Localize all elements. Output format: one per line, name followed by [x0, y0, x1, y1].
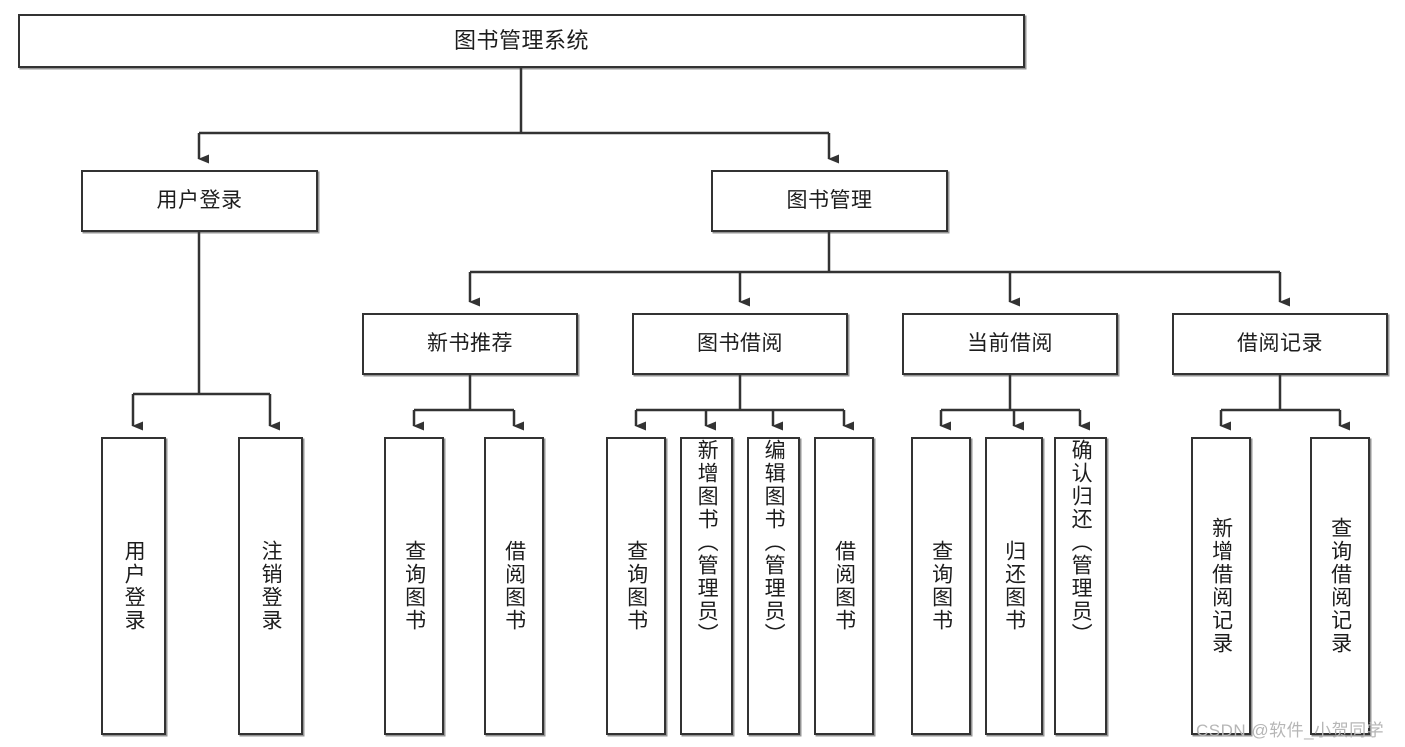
leaf-logout-login[interactable]: 注销登录 [238, 437, 303, 735]
node-label: 借阅图书 [502, 540, 526, 632]
leaf-borrow-book-borrowing[interactable]: 借阅图书 [814, 437, 874, 735]
node-book-borrowing[interactable]: 图书借阅 [632, 313, 848, 375]
node-label: 借阅图书 [832, 540, 856, 632]
node-label: 新书推荐 [427, 331, 513, 355]
leaf-edit-book-admin[interactable]: 编辑图书（管理员） [747, 437, 800, 735]
node-label: 查询图书 [929, 540, 953, 632]
node-label: 确认归还（管理员） [1069, 439, 1093, 646]
node-label: 当前借阅 [967, 331, 1053, 355]
node-label: 新增图书（管理员） [695, 439, 719, 646]
node-label: 编辑图书（管理员） [762, 439, 786, 646]
node-label: 归还图书 [1002, 540, 1026, 632]
leaf-confirm-return-admin[interactable]: 确认归还（管理员） [1054, 437, 1107, 735]
node-label: 新增借阅记录 [1209, 517, 1233, 655]
leaf-return-book[interactable]: 归还图书 [985, 437, 1043, 735]
node-label: 图书借阅 [697, 331, 783, 355]
node-label: 注销登录 [259, 540, 283, 632]
node-root-book-management-system[interactable]: 图书管理系统 [18, 14, 1025, 68]
node-label: 图书管理 [786, 188, 873, 212]
node-book-management[interactable]: 图书管理 [711, 170, 948, 232]
leaf-borrow-book-newbook[interactable]: 借阅图书 [484, 437, 544, 735]
node-label: 借阅记录 [1237, 331, 1323, 355]
node-current-borrowing[interactable]: 当前借阅 [902, 313, 1118, 375]
leaf-query-book-current[interactable]: 查询图书 [911, 437, 971, 735]
node-label: 查询借阅记录 [1328, 517, 1352, 655]
leaf-add-borrow-record[interactable]: 新增借阅记录 [1191, 437, 1251, 735]
node-label: 图书管理系统 [453, 28, 589, 54]
leaf-query-borrow-record[interactable]: 查询借阅记录 [1310, 437, 1370, 735]
leaf-add-book-admin[interactable]: 新增图书（管理员） [680, 437, 733, 735]
leaf-query-book-newbook[interactable]: 查询图书 [384, 437, 444, 735]
node-label: 查询图书 [624, 540, 648, 632]
node-borrowing-records[interactable]: 借阅记录 [1172, 313, 1388, 375]
node-label: 查询图书 [402, 540, 426, 632]
leaf-user-login[interactable]: 用户登录 [101, 437, 166, 735]
node-user-login[interactable]: 用户登录 [81, 170, 318, 232]
csdn-watermark: CSDN @软件_小贺同学 [1196, 721, 1385, 740]
node-label: 用户登录 [156, 188, 243, 212]
leaf-query-book-borrowing[interactable]: 查询图书 [606, 437, 666, 735]
node-label: 用户登录 [122, 540, 146, 632]
node-new-book-recommendation[interactable]: 新书推荐 [362, 313, 578, 375]
